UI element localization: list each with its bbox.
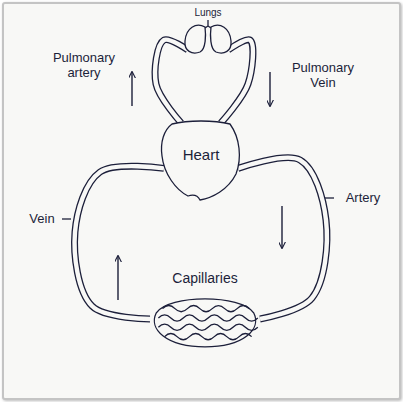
- caps-outline: [144, 290, 266, 348]
- vessel-lumen: [75, 166, 164, 319]
- vessel-wall: [238, 158, 327, 319]
- blood-vessel: [132, 40, 188, 123]
- vessel-lumen: [238, 158, 327, 319]
- leader-lines: [58, 198, 334, 219]
- organ-label: Capillaries: [144, 270, 266, 287]
- vessel-label: Pulmonary Vein: [282, 60, 364, 90]
- outline-stroke: [211, 25, 232, 53]
- outline-stroke: [185, 25, 206, 53]
- outline-stroke: [158, 315, 257, 321]
- flow-arrow: [281, 206, 282, 248]
- flow-arrow: [131, 72, 132, 106]
- flow-arrow: [117, 256, 118, 300]
- vessel-lumen: [155, 40, 188, 123]
- outline-stroke: [161, 121, 239, 200]
- outline-stroke: [154, 299, 255, 347]
- lungs-organ: Lungs: [172, 6, 244, 56]
- organ-label: Lungs: [172, 6, 244, 19]
- organ-label: Heart: [183, 146, 220, 164]
- outline-stroke: [158, 324, 257, 330]
- blood-vessel: [238, 158, 327, 319]
- flow-arrow: [269, 72, 270, 106]
- blood-vessel: [75, 166, 164, 319]
- vessel-wall: [75, 166, 164, 319]
- vessel-label: Artery: [336, 190, 390, 205]
- blood-vessel: [221, 40, 270, 123]
- vessel-label: Pulmonary artery: [44, 50, 124, 80]
- heart-organ: Heart: [158, 118, 244, 202]
- lungs-outline: [172, 20, 244, 56]
- outline-stroke: [163, 306, 250, 312]
- capillary-bed: Capillaries: [144, 270, 266, 348]
- vessel-label: Vein: [22, 211, 62, 226]
- outline-stroke: [165, 334, 252, 340]
- outline-stroke: [205, 20, 211, 28]
- vessel-wall: [155, 40, 188, 123]
